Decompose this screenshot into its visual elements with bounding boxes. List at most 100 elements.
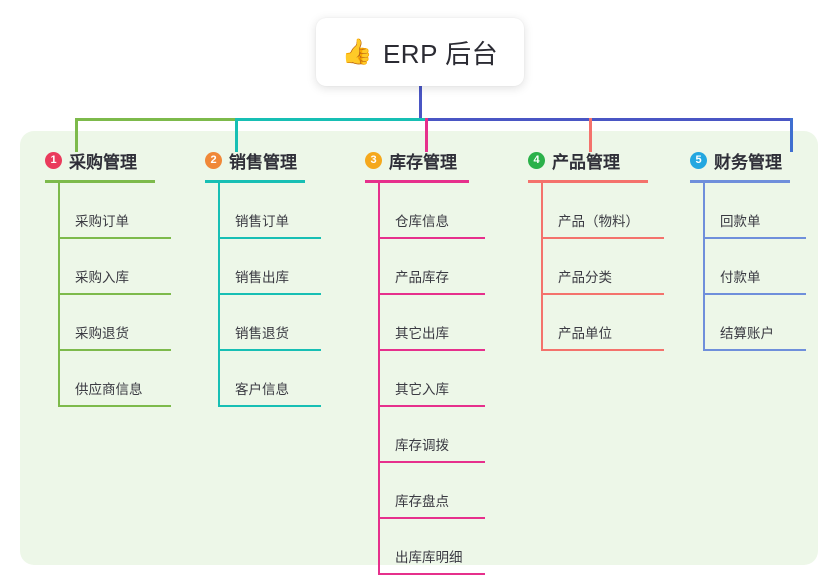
branch-number-badge: 2 [205, 151, 222, 169]
branch-item-underline [378, 237, 485, 239]
branch-item-label: 回款单 [720, 214, 761, 229]
branch-item-list: 采购订单采购入库采购退货供应商信息 [58, 183, 171, 407]
branch-trunk-line [58, 183, 60, 407]
branch-item[interactable]: 销售退货 [218, 295, 321, 351]
branch-item-underline [58, 349, 171, 351]
branch-item-label: 采购订单 [75, 214, 129, 229]
branch-item-underline [58, 293, 171, 295]
branch-title: 销售管理 [229, 152, 297, 172]
root-stem-line [419, 86, 422, 121]
branch-item[interactable]: 仓库信息 [378, 183, 485, 239]
branch-header-underline [690, 180, 790, 183]
branch-item-label: 采购入库 [75, 270, 129, 285]
branch-header-underline [365, 180, 469, 183]
branch-item-label: 销售退货 [235, 326, 289, 341]
branch-item-label: 付款单 [720, 270, 761, 285]
branch-item-label: 结算账户 [720, 326, 774, 341]
branch-item[interactable]: 采购订单 [58, 183, 171, 239]
branch-item-underline [378, 461, 485, 463]
branch-item[interactable]: 客户信息 [218, 351, 321, 407]
branch-item[interactable]: 出库库明细 [378, 519, 485, 575]
branch-item[interactable]: 其它入库 [378, 351, 485, 407]
branch-trunk-line [703, 183, 705, 351]
branch-item-underline [378, 517, 485, 519]
root-node-label: ERP 后台 [382, 38, 499, 69]
thumbs-up-icon: 👍 [341, 37, 373, 66]
branch-header-underline [528, 180, 648, 183]
branch-item-label: 销售订单 [235, 214, 289, 229]
branch-item-label: 产品分类 [558, 270, 612, 285]
branch-number-badge: 5 [690, 151, 707, 169]
branch-header[interactable]: 5 财务管理 [690, 149, 790, 172]
branch-item-underline [541, 293, 664, 295]
branch-drop-4 [589, 118, 592, 152]
branch-item-label: 其它出库 [395, 326, 449, 341]
branch-item-label: 产品库存 [395, 270, 449, 285]
bus-segment-2 [235, 118, 425, 121]
branch-trunk-line [218, 183, 220, 407]
branch-item[interactable]: 产品库存 [378, 239, 485, 295]
branch-number-badge: 1 [45, 151, 62, 169]
branch-item-list: 回款单付款单结算账户 [703, 183, 806, 351]
branch-item-underline [58, 405, 171, 407]
branch-item-underline [541, 349, 664, 351]
bus-segment-3 [425, 118, 791, 121]
branch-item[interactable]: 库存调拨 [378, 407, 485, 463]
diagram-panel [20, 131, 818, 565]
branch-item-list: 销售订单销售出库销售退货客户信息 [218, 183, 321, 407]
branch-item[interactable]: 采购入库 [58, 239, 171, 295]
branch-item[interactable]: 供应商信息 [58, 351, 171, 407]
branch-item[interactable]: 付款单 [703, 239, 806, 295]
branch-item-underline [218, 293, 321, 295]
branch-item-label: 采购退货 [75, 326, 129, 341]
branch-item-label: 仓库信息 [395, 214, 449, 229]
branch-trunk-line [541, 183, 543, 351]
branch-item-label: 产品单位 [558, 326, 612, 341]
branch-item[interactable]: 回款单 [703, 183, 806, 239]
branch-item-underline [703, 349, 806, 351]
branch-item-label: 出库库明细 [395, 550, 463, 565]
branch-item[interactable]: 采购退货 [58, 295, 171, 351]
branch-item[interactable]: 结算账户 [703, 295, 806, 351]
branch-item-underline [218, 237, 321, 239]
branch-item[interactable]: 销售订单 [218, 183, 321, 239]
branch-item-underline [378, 293, 485, 295]
branch-trunk-line [378, 183, 380, 575]
root-node-erp-backend[interactable]: 👍 ERP 后台 [316, 18, 524, 86]
branch-item-underline [218, 349, 321, 351]
branch-item-label: 库存盘点 [395, 494, 449, 509]
branch-item-underline [703, 237, 806, 239]
branch-item-label: 供应商信息 [75, 382, 143, 397]
bus-segment-1 [75, 118, 235, 121]
branch-item[interactable]: 销售出库 [218, 239, 321, 295]
branch-column-财务管理: 5 财务管理回款单付款单结算账户 [690, 149, 806, 351]
branch-number-badge: 3 [365, 151, 382, 169]
branch-item[interactable]: 其它出库 [378, 295, 485, 351]
branch-item-label: 库存调拨 [395, 438, 449, 453]
branch-item-list: 产品（物料） 产品分类产品单位 [541, 183, 664, 351]
branch-item-underline [378, 573, 485, 575]
branch-title: 财务管理 [714, 152, 782, 172]
branch-item-underline [58, 237, 171, 239]
branch-item-underline [378, 405, 485, 407]
branch-item-underline [703, 293, 806, 295]
branch-item[interactable]: 库存盘点 [378, 463, 485, 519]
branch-drop-1 [75, 118, 78, 152]
branch-item-underline [541, 237, 664, 239]
branch-item[interactable]: 产品分类 [541, 239, 664, 295]
branch-item-label: 客户信息 [235, 382, 289, 397]
branch-header-underline [45, 180, 155, 183]
branch-title: 产品管理 [552, 152, 620, 172]
branch-item[interactable]: 产品（物料） [541, 183, 664, 239]
branch-item-list: 仓库信息产品库存其它出库其它入库库存调拨库存盘点出库库明细 [378, 183, 485, 575]
branch-header[interactable]: 2 销售管理 [205, 149, 305, 172]
branch-drop-2 [235, 118, 238, 152]
branch-item[interactable]: 产品单位 [541, 295, 664, 351]
